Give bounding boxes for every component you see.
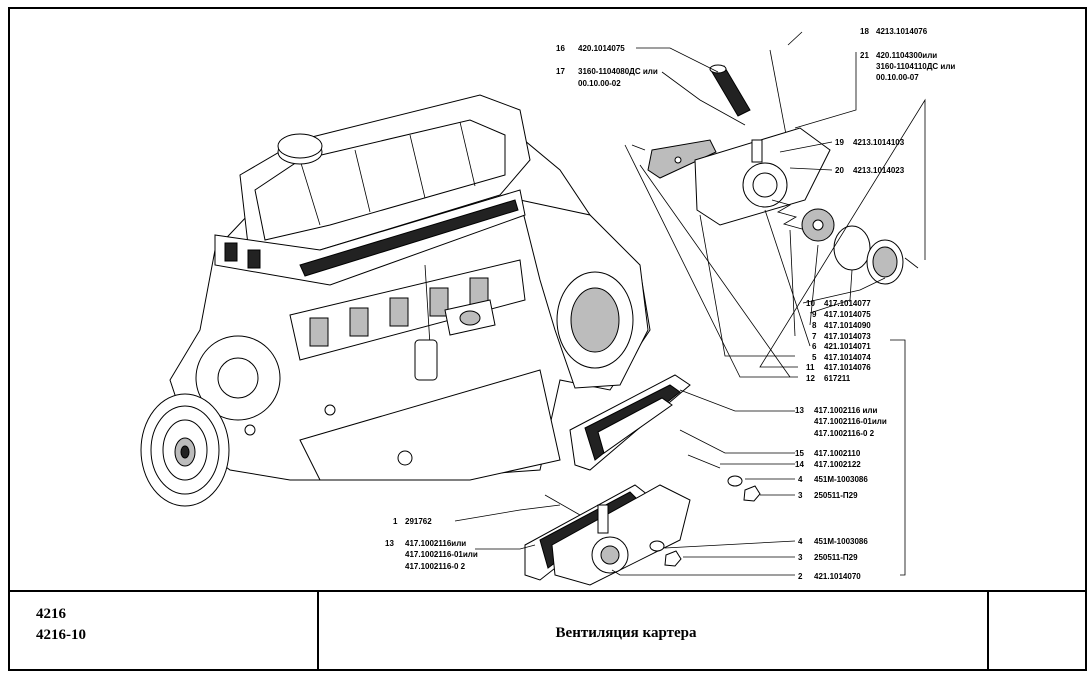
callout-number: 4 (798, 475, 803, 484)
callout-number: 10 (806, 299, 815, 308)
callout-code: 617211 (824, 374, 851, 383)
callout-number: 18 (860, 27, 869, 36)
callout-code: 4213.1014103 (853, 138, 905, 147)
callout-code-alt: 417.1002116-0 2 (814, 429, 875, 438)
callout-number: 16 (556, 44, 565, 53)
callout-number: 20 (835, 166, 844, 175)
callout-number: 14 (795, 460, 804, 469)
callout-number: 15 (795, 449, 804, 458)
callout-code: 417.1014075 (824, 310, 871, 319)
callout-number: 21 (860, 51, 869, 60)
callout-code: 417.1002116 или (814, 406, 877, 415)
callout-number: 13 (385, 539, 394, 548)
callout-code: 417.1014090 (824, 321, 871, 330)
callout-code: 4213.1014076 (876, 27, 928, 36)
callout-number: 1 (393, 517, 398, 526)
callout-number: 3 (798, 553, 803, 562)
callout-number: 4 (798, 537, 803, 546)
callout-code: 250511-П29 (814, 491, 858, 500)
model-number-2: 4216-10 (36, 627, 86, 643)
engine-illustration (140, 94, 651, 507)
callout-code: 451М-1003086 (814, 475, 868, 484)
callout-labels: 16 420.1014075 17 3160-1104080ДС или 00.… (385, 27, 955, 581)
callout-number: 7 (812, 332, 817, 341)
callout-code-alt: 00.10.00-07 (876, 73, 919, 82)
callout-number: 5 (812, 353, 817, 362)
callout-code: 4213.1014023 (853, 166, 905, 175)
callout-number: 9 (812, 310, 817, 319)
callout-code-alt: 00.10.00-02 (578, 79, 621, 88)
callout-number: 2 (798, 572, 803, 581)
callout-code: 417.1002110 (814, 449, 861, 458)
callout-code: 417.1014074 (824, 353, 871, 362)
callout-code: 417.1002122 (814, 460, 861, 469)
callout-number: 8 (812, 321, 817, 330)
callout-code: 3160-1104080ДС или (578, 67, 658, 76)
callout-code: 421.1014070 (814, 572, 861, 581)
callout-number: 11 (806, 363, 815, 372)
sheet-frame (8, 7, 1087, 671)
breather-lower-assembly (524, 374, 761, 586)
callout-code-alt: 417.1002116-0 2 (405, 562, 466, 571)
model-number-1: 4216 (36, 606, 67, 622)
callout-code: 417.1002116или (405, 539, 466, 548)
callout-code: 421.1014071 (824, 342, 871, 351)
callout-number: 6 (812, 342, 817, 351)
callout-code: 417.1014077 (824, 299, 871, 308)
callout-number: 12 (806, 374, 815, 383)
callout-code: 250511-П29 (814, 553, 858, 562)
leader-lines (454, 31, 926, 576)
breather-upper-assembly (631, 49, 919, 285)
callout-code-alt: 3160-1104110ДС или (876, 62, 955, 71)
callout-number: 19 (835, 138, 844, 147)
callout-code: 417.1014076 (824, 363, 871, 372)
drawing-title: Вентиляция картера (556, 625, 697, 641)
callout-number: 13 (795, 406, 804, 415)
callout-number: 17 (556, 67, 565, 76)
callout-code: 420.1104300или (876, 51, 937, 60)
callout-code: 420.1014075 (578, 44, 625, 53)
callout-code: 451М-1003086 (814, 537, 868, 546)
callout-code-alt: 417.1002116-01или (405, 550, 478, 559)
callout-code-alt: 417.1002116-01или (814, 417, 887, 426)
callout-code: 291762 (405, 517, 432, 526)
callout-number: 3 (798, 491, 803, 500)
callout-code: 417.1014073 (824, 332, 871, 341)
